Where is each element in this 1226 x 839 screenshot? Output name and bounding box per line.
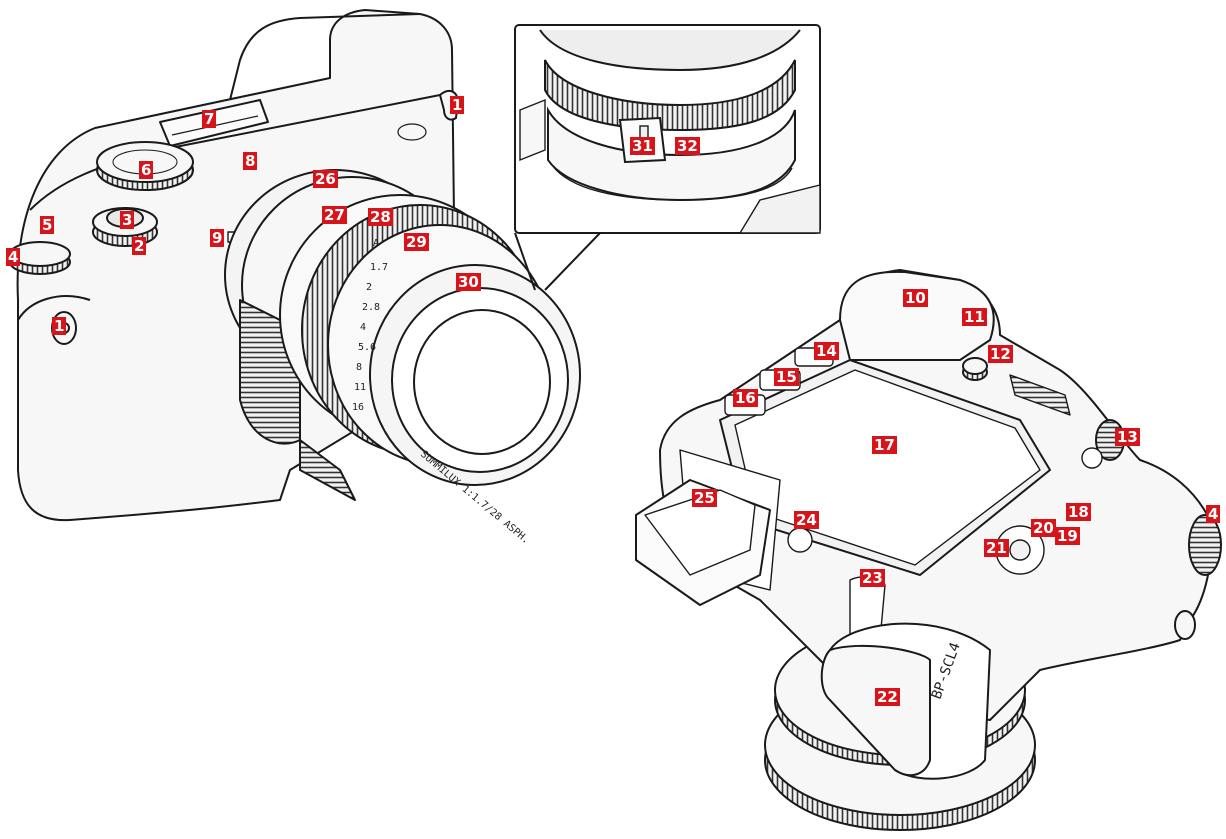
svg-text:2.8: 2.8	[362, 302, 380, 313]
callout-25: 25	[692, 489, 717, 507]
callout-2: 2	[132, 237, 147, 255]
callout-27: 27	[322, 206, 347, 224]
svg-text:4: 4	[360, 322, 366, 333]
callout-30: 30	[456, 273, 481, 291]
callout-26: 26	[313, 170, 338, 188]
svg-text:2: 2	[366, 282, 372, 293]
callout-28: 28	[368, 208, 393, 226]
callout-19: 19	[1055, 527, 1080, 545]
callout-6: 6	[139, 161, 154, 179]
callout-29: 29	[404, 233, 429, 251]
callout-32: 32	[675, 137, 700, 155]
callout-4-rear: 4	[1206, 505, 1221, 523]
callout-15: 15	[774, 368, 799, 386]
svg-text:1.7: 1.7	[370, 262, 388, 273]
inset-detail	[514, 24, 821, 234]
callout-31: 31	[630, 137, 655, 155]
svg-text:16: 16	[352, 402, 364, 413]
callout-20: 20	[1031, 519, 1056, 537]
callout-17: 17	[872, 436, 897, 454]
callout-24: 24	[794, 511, 819, 529]
rear-view-camera: BP-SCL4	[635, 269, 1222, 831]
callout-11: 11	[962, 308, 987, 326]
callout-3: 3	[120, 211, 135, 229]
callout-13: 13	[1115, 428, 1140, 446]
front-view-camera: SUMMILUX 1:1.7/28 ASPH. A 1.7 2 2.8 4 5.…	[9, 9, 581, 546]
inset-leader-left	[514, 232, 536, 291]
callout-8: 8	[243, 152, 258, 170]
svg-text:A: A	[373, 238, 379, 249]
svg-text:5.6: 5.6	[358, 342, 376, 353]
aperture-scale: A 1.7 2 2.8 4 5.6 8 11 16	[352, 238, 388, 413]
callout-16: 16	[733, 389, 758, 407]
svg-text:11: 11	[354, 382, 366, 393]
callout-4-front: 4	[6, 248, 21, 266]
callout-21: 21	[984, 539, 1009, 557]
callout-14: 14	[814, 342, 839, 360]
callout-9: 9	[210, 229, 225, 247]
svg-text:8: 8	[356, 362, 362, 373]
callout-18: 18	[1066, 503, 1091, 521]
callout-10: 10	[903, 289, 928, 307]
callout-23: 23	[860, 569, 885, 587]
callout-1-strap-lug-left: 1	[52, 317, 67, 335]
callout-5: 5	[40, 216, 55, 234]
callout-12: 12	[988, 345, 1013, 363]
callout-1-strap-lug-right: 1	[450, 96, 465, 114]
callout-22: 22	[875, 688, 900, 706]
callout-7: 7	[202, 110, 217, 128]
inset-leader-right	[544, 232, 601, 291]
